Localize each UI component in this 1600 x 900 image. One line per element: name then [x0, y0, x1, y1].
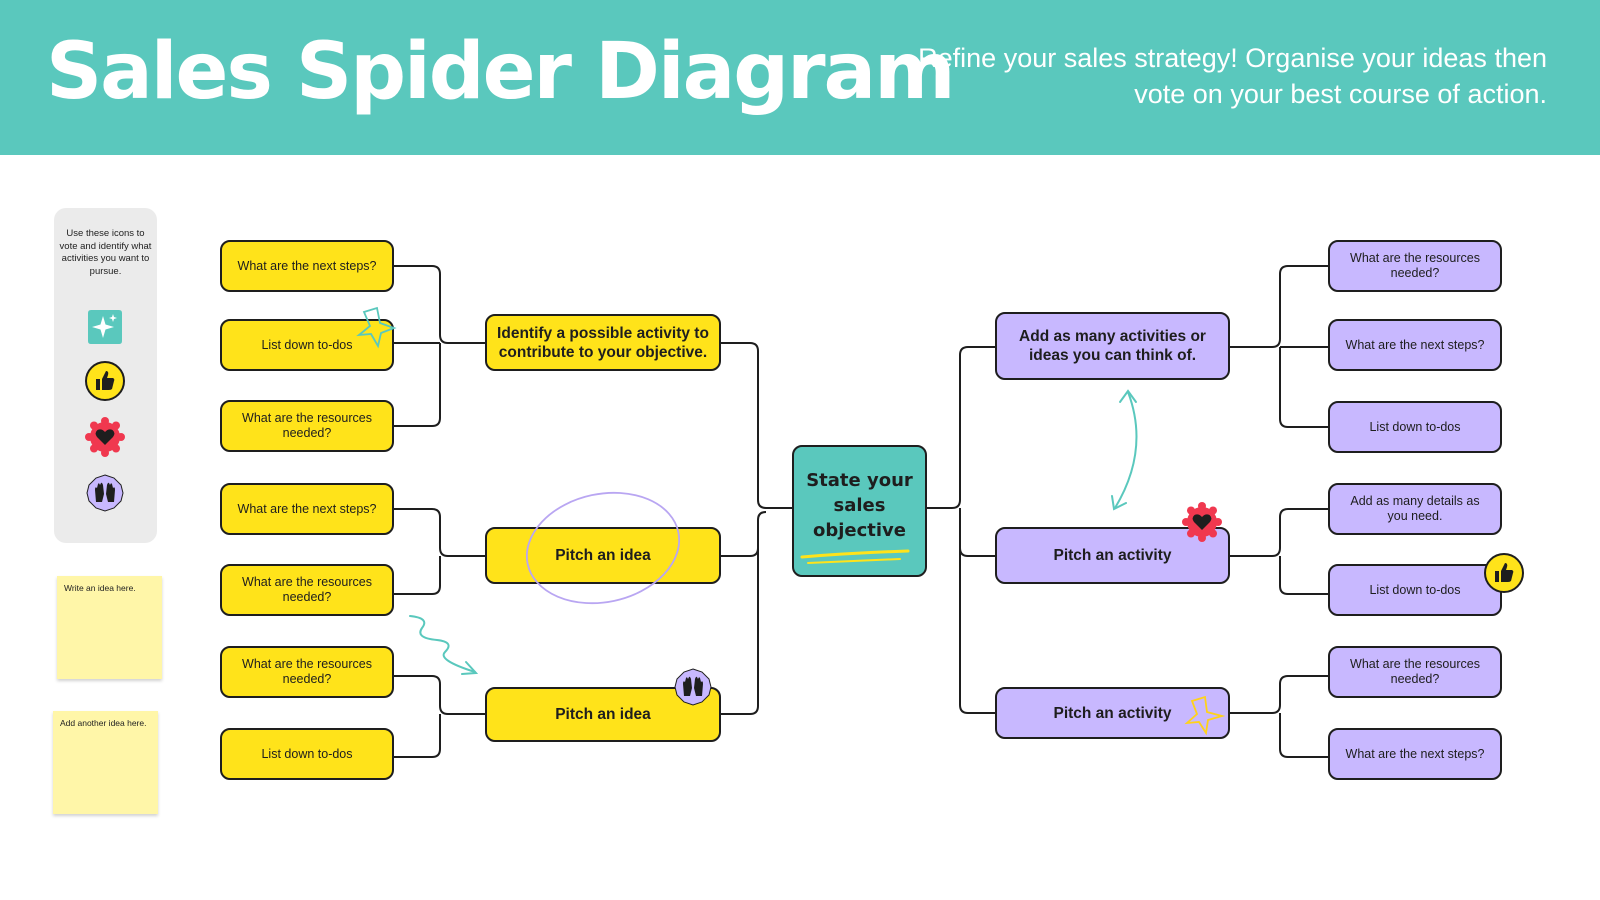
sticky-note[interactable]: Add another idea here.	[53, 711, 158, 814]
right-activity-node[interactable]: Pitch an activity	[995, 687, 1230, 739]
node-label: Pitch an idea	[555, 706, 651, 723]
raised-hands-icon[interactable]	[672, 666, 714, 708]
leaf-label: What are the next steps?	[237, 501, 377, 516]
header-banner: Sales Spider Diagram Refine your sales s…	[0, 0, 1600, 155]
node-label: Pitch an activity	[1053, 547, 1172, 564]
sparkle-icon[interactable]	[84, 306, 126, 348]
center-objective-node[interactable]: State your sales objective	[792, 445, 927, 577]
sticky-note[interactable]: Write an idea here.	[57, 576, 162, 679]
page-subtitle: Refine your sales strategy! Organise you…	[918, 43, 1547, 109]
node-label: Pitch an idea	[555, 547, 651, 564]
leaf-node[interactable]: What are the resources needed?	[220, 646, 394, 698]
sticky-note-text: Add another idea here.	[60, 718, 147, 728]
raised-hands-icon[interactable]	[84, 472, 126, 514]
leaf-node[interactable]: What are the resources needed?	[220, 400, 394, 452]
leaf-node[interactable]: List down to-dos	[1328, 401, 1502, 453]
node-label: Add as many activities or ideas you can …	[1019, 328, 1206, 364]
thumbs-up-icon[interactable]	[1483, 552, 1525, 594]
leaf-node[interactable]: What are the resources needed?	[1328, 240, 1502, 292]
leaf-node[interactable]: List down to-dos	[220, 728, 394, 780]
right-activity-node[interactable]: Add as many activities or ideas you can …	[995, 312, 1230, 380]
leaf-label: What are the next steps?	[1345, 337, 1485, 352]
leaf-label: What are the next steps?	[1345, 746, 1485, 761]
node-label: Identify a possible activity to contribu…	[497, 324, 709, 361]
leaf-label: What are the next steps?	[237, 258, 377, 273]
leaf-label: List down to-dos	[1369, 419, 1461, 434]
leaf-node[interactable]: Add as many details as you need.	[1328, 483, 1502, 535]
leaf-node[interactable]: What are the next steps?	[1328, 319, 1502, 371]
thumbs-up-icon[interactable]	[84, 360, 126, 402]
leaf-label: Add as many details as you need.	[1350, 494, 1480, 523]
leaf-node[interactable]: What are the next steps?	[220, 240, 394, 292]
legend-instructions: Use these icons to vote and identify wha…	[59, 228, 152, 277]
heart-icon[interactable]	[84, 416, 126, 458]
leaf-label: What are the resources needed?	[1350, 657, 1480, 686]
leaf-node[interactable]: List down to-dos	[1328, 564, 1502, 616]
leaf-label: What are the resources needed?	[242, 575, 372, 604]
leaf-label: What are the resources needed?	[1350, 251, 1480, 280]
left-activity-node[interactable]: Identify a possible activity to contribu…	[485, 314, 721, 371]
node-label: Pitch an activity	[1053, 704, 1172, 722]
leaf-label: List down to-dos	[261, 337, 353, 352]
page-title: Sales Spider Diagram	[46, 27, 955, 117]
leaf-label: What are the resources needed?	[242, 411, 372, 440]
leaf-node[interactable]: List down to-dos	[220, 319, 394, 371]
left-idea-node[interactable]: Pitch an idea	[485, 527, 721, 584]
leaf-label: List down to-dos	[261, 746, 353, 761]
leaf-label: What are the resources needed?	[242, 657, 372, 686]
leaf-node[interactable]: What are the next steps?	[1328, 728, 1502, 780]
leaf-label: List down to-dos	[1369, 582, 1461, 597]
heart-icon[interactable]	[1181, 501, 1223, 543]
sticky-note-text: Write an idea here.	[64, 583, 136, 593]
vote-legend-panel: Use these icons to vote and identify wha…	[54, 208, 157, 543]
leaf-node[interactable]: What are the next steps?	[220, 483, 394, 535]
leaf-node[interactable]: What are the resources needed?	[220, 564, 394, 616]
leaf-node[interactable]: What are the resources needed?	[1328, 646, 1502, 698]
center-objective-label: State your sales objective	[806, 469, 913, 541]
